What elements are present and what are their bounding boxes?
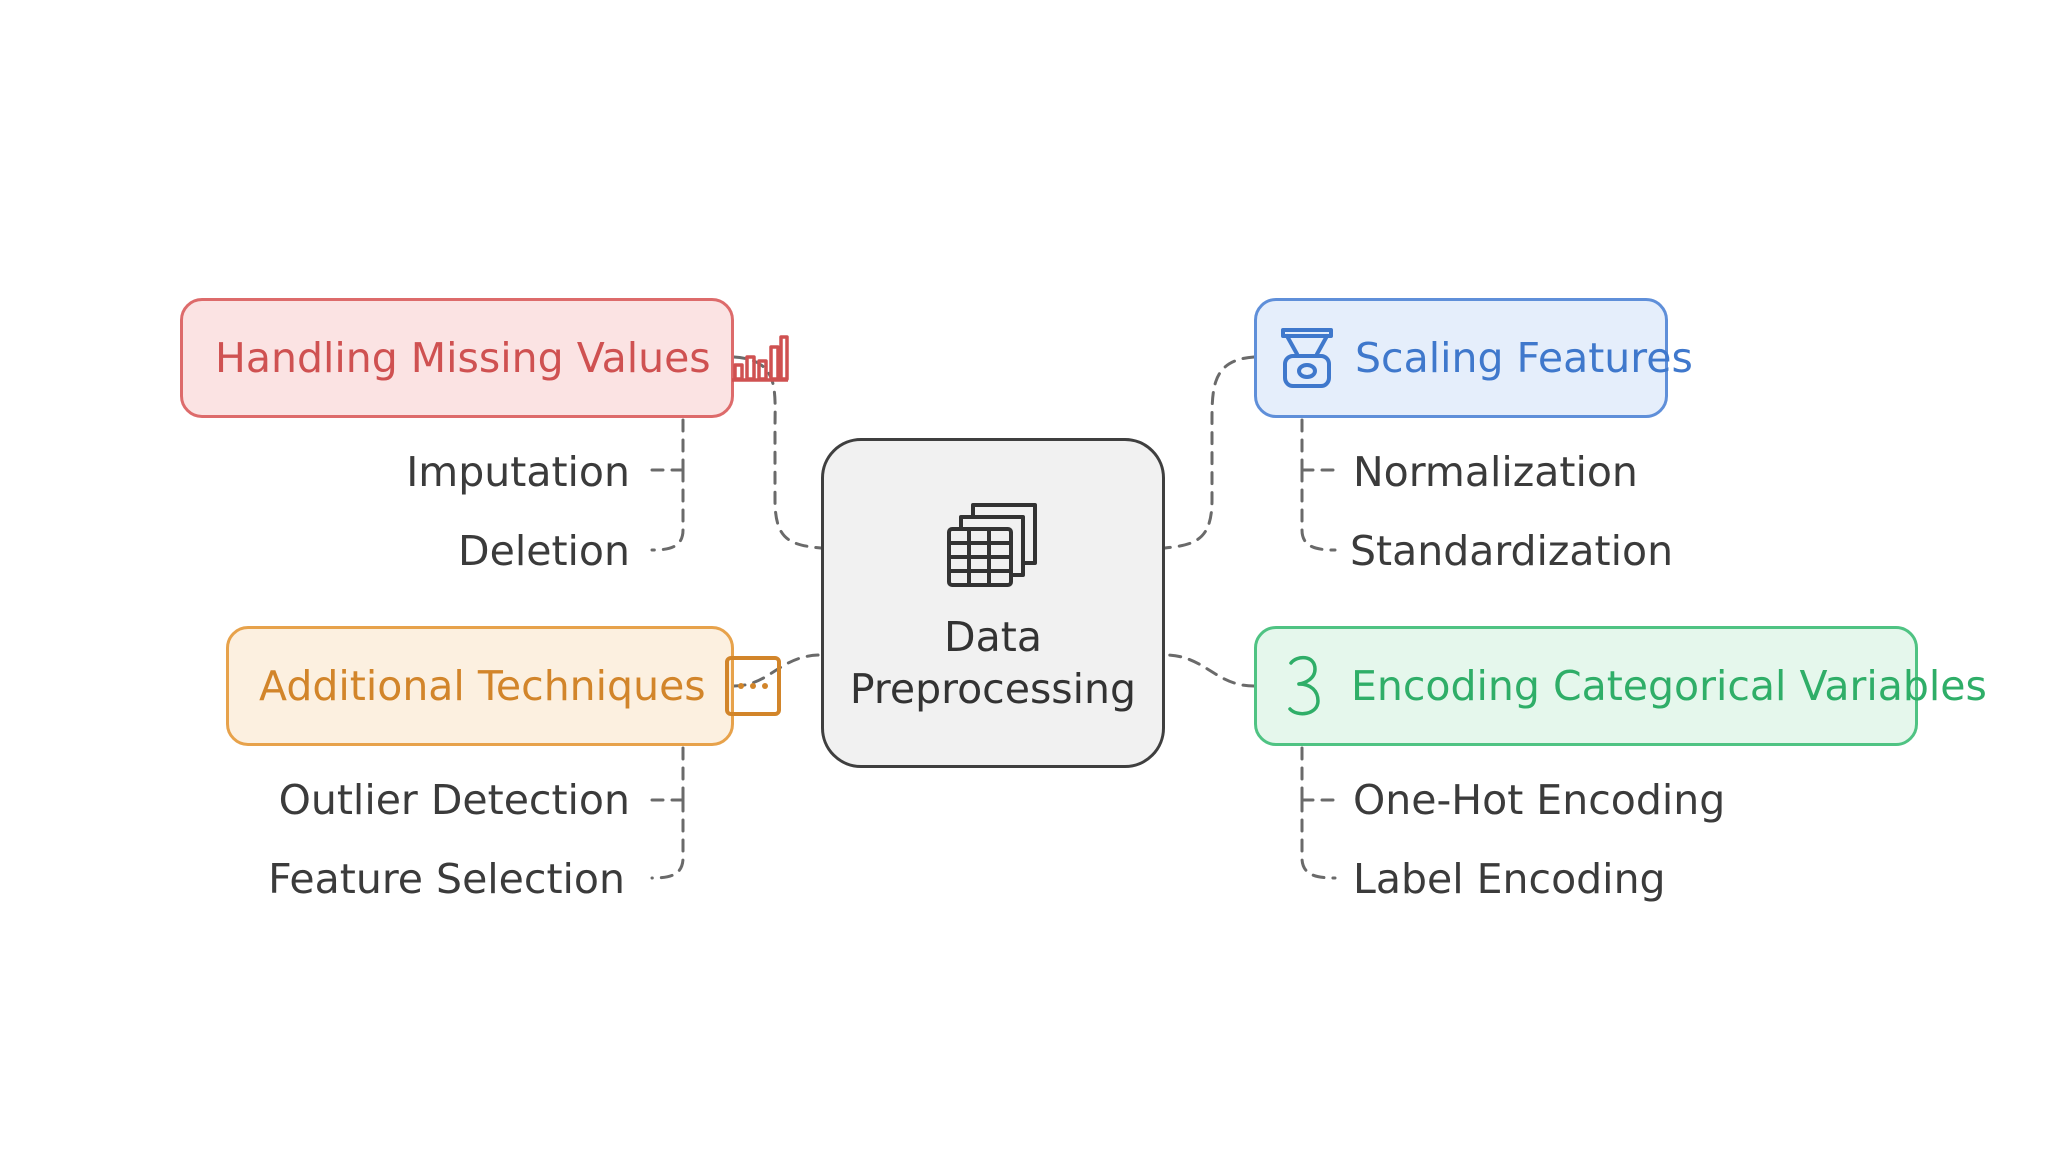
sub-item-one-hot-encoding: One-Hot Encoding <box>1353 776 1726 824</box>
connector-missing <box>732 355 823 550</box>
sub-item-outlier-detection: Outlier Detection <box>278 776 630 824</box>
connector-imputation <box>650 418 685 472</box>
sub-item-feature-selection: Feature Selection <box>268 855 625 903</box>
node-additional-techniques: Additional Techniques <box>226 626 781 746</box>
sub-item-standardization: Standardization <box>1350 527 1674 575</box>
center-label-line1: Data <box>944 613 1042 661</box>
center-label: Data Preprocessing <box>843 611 1143 715</box>
node-title: Scaling Features <box>1355 333 1693 382</box>
connector-outlier <box>650 746 685 802</box>
node-encoding-categorical-variables: Encoding Categorical Variables <box>1254 626 1987 746</box>
connector-normalization <box>1300 418 1337 472</box>
connector-scaling <box>1163 355 1256 550</box>
node-title: Additional Techniques <box>259 661 706 710</box>
connector-one-hot <box>1300 746 1337 802</box>
connector-standardization <box>1300 468 1337 552</box>
scale-icon <box>1279 326 1335 390</box>
node-handling-missing-values: Handling Missing Values <box>180 298 789 418</box>
node-title: Encoding Categorical Variables <box>1351 661 1987 710</box>
center-label-line2: Preprocessing <box>849 665 1137 713</box>
center-node-data-preprocessing: Data Preprocessing <box>821 438 1165 768</box>
table-stack-icon <box>945 497 1041 593</box>
number-three-icon <box>1287 653 1321 719</box>
connector-feature-selection <box>650 798 685 880</box>
more-dots-icon <box>724 655 782 717</box>
sub-item-imputation: Imputation <box>406 448 630 496</box>
node-scaling-features: Scaling Features <box>1254 298 1693 418</box>
connector-label-encoding <box>1300 798 1337 880</box>
connector-encoding <box>1163 653 1256 688</box>
bar-chart-icon <box>731 333 789 383</box>
node-title: Handling Missing Values <box>215 333 711 382</box>
sub-item-normalization: Normalization <box>1353 448 1638 496</box>
sub-item-deletion: Deletion <box>458 527 630 575</box>
connector-additional <box>732 653 823 688</box>
sub-item-label-encoding: Label Encoding <box>1353 855 1666 903</box>
connector-deletion <box>650 468 685 552</box>
